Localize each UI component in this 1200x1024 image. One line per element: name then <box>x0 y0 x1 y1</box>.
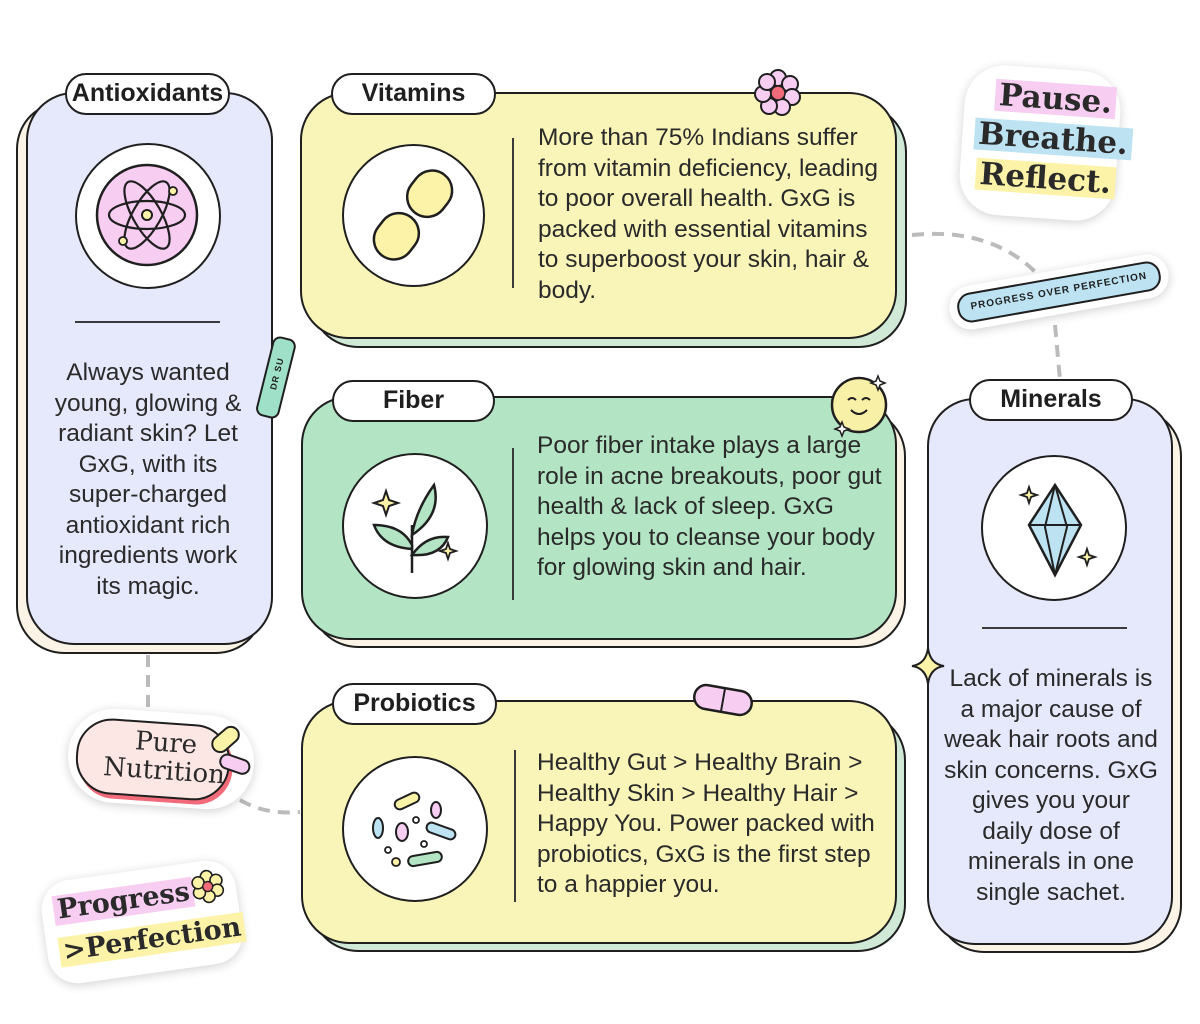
progress-perfection-sticker: Progress >Perfection <box>37 856 247 988</box>
sprout-icon <box>370 482 459 573</box>
small-flower-icon <box>191 869 225 904</box>
antioxidants-icon-circle <box>75 143 221 289</box>
vitamins-description: More than 75% Indians suffer from vitami… <box>538 124 878 304</box>
minerals-description: Lack of minerals is a major cause of wea… <box>944 665 1158 906</box>
antioxidants-divider <box>75 321 220 323</box>
smiley-icon <box>830 373 888 438</box>
atom-icon <box>95 163 199 267</box>
dr-su-label: DR SU <box>268 356 286 391</box>
antioxidants-title: Antioxidants <box>65 73 230 115</box>
vitamins-divider <box>512 138 514 288</box>
fiber-divider <box>512 448 514 600</box>
minerals-icon-circle <box>981 455 1127 601</box>
probiotics-divider <box>514 750 516 902</box>
fiber-icon-circle <box>342 453 488 599</box>
bacteria-icon <box>372 791 457 868</box>
probiotics-icon-circle <box>342 756 488 902</box>
probiotics-description: Healthy Gut > Healthy Brain > Healthy Sk… <box>537 749 875 898</box>
antioxidants-description: Always wanted young, glowing & radiant s… <box>54 359 242 600</box>
fiber-title: Fiber <box>332 380 495 422</box>
sparkle-icon <box>911 647 945 685</box>
capsule-icon <box>372 169 454 261</box>
capsule-sticker-icon <box>211 725 251 775</box>
pause-line: Pause. <box>994 77 1118 121</box>
pause-breathe-reflect-sticker: Pause. Breathe. Reflect. <box>956 62 1133 224</box>
probiotics-title: Probiotics <box>332 683 497 725</box>
vitamins-title: Vitamins <box>331 73 496 115</box>
crystal-icon <box>1018 482 1098 578</box>
vitamins-icon-circle <box>342 144 485 287</box>
progress-line: Progress <box>51 876 196 927</box>
reflect-line: Reflect. <box>974 156 1117 201</box>
minerals-divider <box>982 627 1127 629</box>
breathe-line: Breathe. <box>973 116 1133 162</box>
pill-icon <box>693 683 753 717</box>
pure-nutrition-sticker: Pure Nutrition <box>64 705 258 813</box>
flower-icon <box>754 69 801 116</box>
minerals-title: Minerals <box>969 379 1133 421</box>
fiber-description: Poor fiber intake plays a large role in … <box>537 432 882 581</box>
